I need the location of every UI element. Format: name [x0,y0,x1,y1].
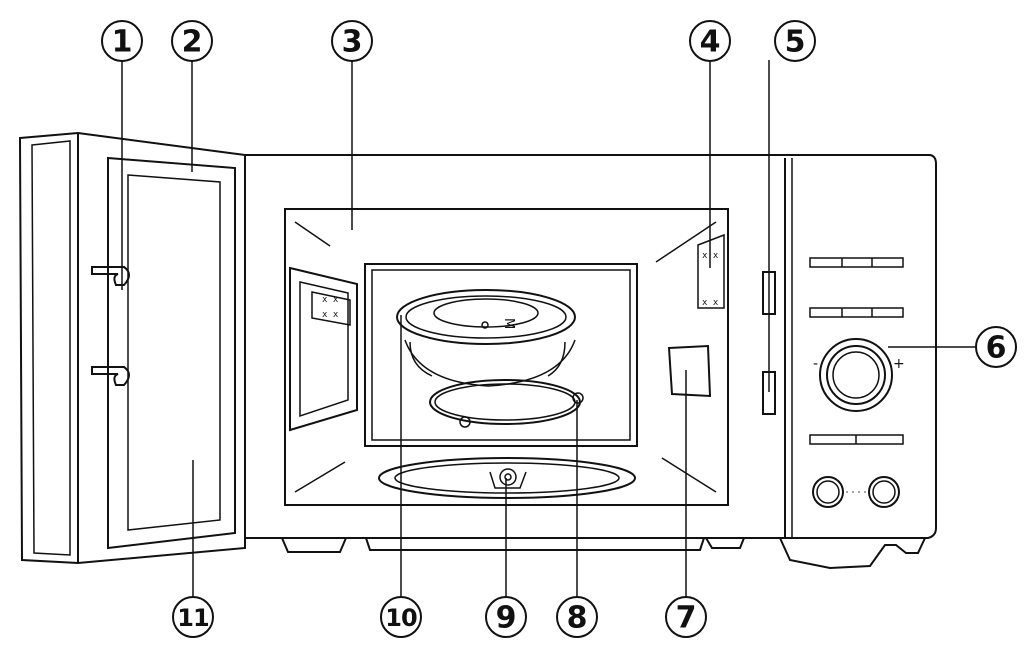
panel-7 [667,344,712,398]
callout-7: 7 [665,596,707,638]
turntable-floor [378,457,636,499]
callout-6: 6 [975,326,1017,368]
cavity [284,208,729,506]
svg-text:+: + [893,356,905,372]
callout-label-6: 6 [986,331,1007,366]
callout-label-10: 10 [385,604,417,632]
svg-text:M: M [501,318,516,329]
svg-text:x x: x x [322,310,339,320]
waveguide-cover: x x x x [289,266,358,432]
svg-text:x x: x x [702,298,719,308]
callout-label-4: 4 [700,25,721,60]
button-left [812,476,844,508]
door-hook-upper [91,266,130,286]
turntable-assembly: M [396,289,584,428]
callout-label-11: 11 [177,604,209,632]
button-right [868,476,900,508]
callout-1: 1 [101,20,143,62]
callout-8: 8 [556,596,598,638]
callout-11: 11 [172,596,214,638]
right-wall-vents: x x x x [697,233,725,309]
leader-lines [121,60,975,597]
control-panel: - + [809,257,905,508]
callout-label-3: 3 [342,25,363,60]
microwave-body [245,154,937,570]
callout-label-2: 2 [182,25,203,60]
callout-label-5: 5 [785,25,806,60]
door-hook-lower [91,366,130,386]
callout-9: 9 [485,596,527,638]
callout-4: 4 [689,20,731,62]
callout-label-8: 8 [567,601,588,636]
door [18,131,246,565]
callout-label-7: 7 [676,601,697,636]
callout-5: 5 [774,20,816,62]
callout-2: 2 [171,20,213,62]
svg-text:x x: x x [322,295,339,305]
callout-10: 10 [380,596,422,638]
svg-text:-: - [813,356,818,372]
callout-3: 3 [331,20,373,62]
callout-label-1: 1 [112,25,133,60]
callout-label-9: 9 [496,601,517,636]
